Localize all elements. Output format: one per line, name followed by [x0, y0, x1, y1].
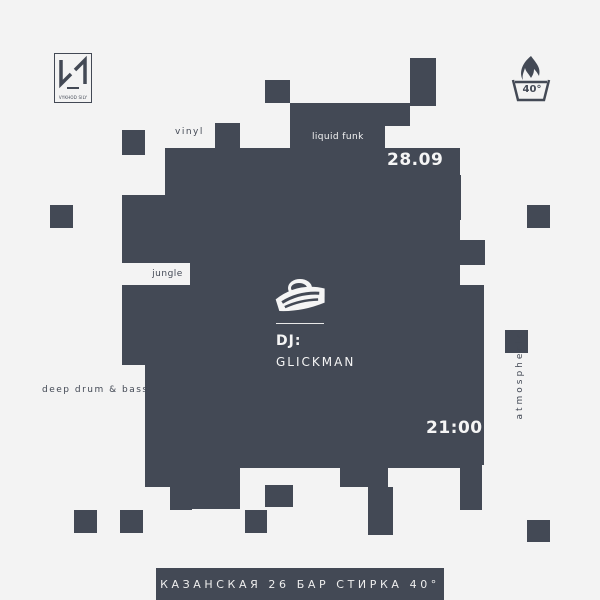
tag-atmospheric: atmospheric [515, 330, 525, 420]
event-time: 21:00 [426, 418, 483, 438]
event-date: 28.09 [387, 150, 444, 170]
boom-shaka-logo [275, 279, 325, 312]
tag-vinyl: vinyl [175, 127, 204, 137]
dj-label: DJ: [276, 333, 302, 349]
tag-liquid-funk: liquid funk [312, 132, 364, 142]
dj-divider [276, 323, 324, 324]
brand-logo [54, 53, 92, 103]
address-bar: КАЗАНСКАЯ 26 БАР СТИРКА 40° [156, 568, 444, 600]
tag-jungle: jungle [145, 263, 190, 285]
dj-name: GLICKMAN [276, 355, 356, 369]
date-cutout [385, 126, 437, 148]
venue-address: КАЗАНСКАЯ 26 БАР СТИРКА 40° [160, 577, 440, 591]
wash-40-icon: 40° [510, 54, 552, 106]
brand-mark-icon [59, 55, 87, 89]
tag-deep-drum-bass: deep drum & bass [42, 385, 149, 395]
brand-caption: VYKHOD SILY [58, 95, 88, 100]
wash-temp: 40° [522, 84, 542, 95]
